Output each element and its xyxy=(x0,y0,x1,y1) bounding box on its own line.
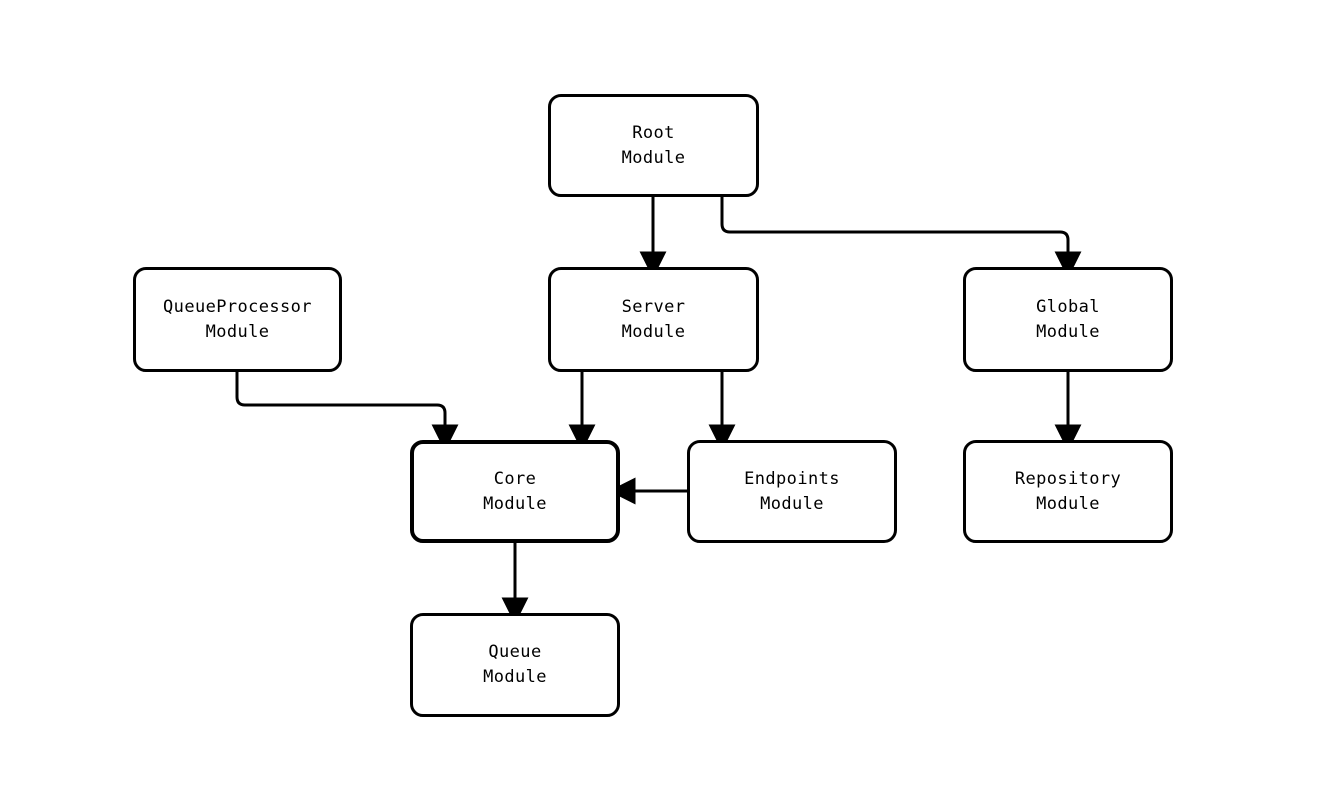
node-global-subtitle: Module xyxy=(1036,321,1100,342)
node-queue-subtitle: Module xyxy=(483,667,547,687)
node-core-title: Core xyxy=(493,468,537,489)
node-global-title: Global xyxy=(1036,296,1100,317)
node-global[interactable]: Global Module xyxy=(963,267,1173,372)
node-root[interactable]: Root Module xyxy=(548,94,759,197)
edge-root-to-global xyxy=(720,197,1082,279)
node-queue[interactable]: Queue Module xyxy=(410,613,620,717)
node-server-subtitle: Module xyxy=(621,321,686,342)
node-core[interactable]: Core Module xyxy=(410,440,620,543)
node-endpoints-subtitle: Module xyxy=(760,493,824,514)
node-server[interactable]: Server Module xyxy=(548,267,759,372)
node-repository-title: Repository xyxy=(1014,468,1122,489)
node-repository-subtitle: Module xyxy=(1036,493,1100,514)
node-root-title: Root xyxy=(632,122,675,143)
node-server-title: Server xyxy=(621,296,686,317)
node-queueprocessor-title: QueueProcessor xyxy=(163,296,312,317)
node-queueprocessor[interactable]: QueueProcessor Module xyxy=(133,267,342,372)
node-queue-title: Queue xyxy=(488,642,542,663)
node-endpoints[interactable]: Endpoints Module xyxy=(687,440,897,543)
node-core-subtitle: Module xyxy=(483,493,547,514)
node-root-subtitle: Module xyxy=(621,147,686,168)
node-queueprocessor-subtitle: Module xyxy=(205,321,270,342)
edge-queueprocessor-to-core xyxy=(235,372,459,452)
node-endpoints-title: Endpoints xyxy=(744,468,840,489)
node-repository[interactable]: Repository Module xyxy=(963,440,1173,543)
